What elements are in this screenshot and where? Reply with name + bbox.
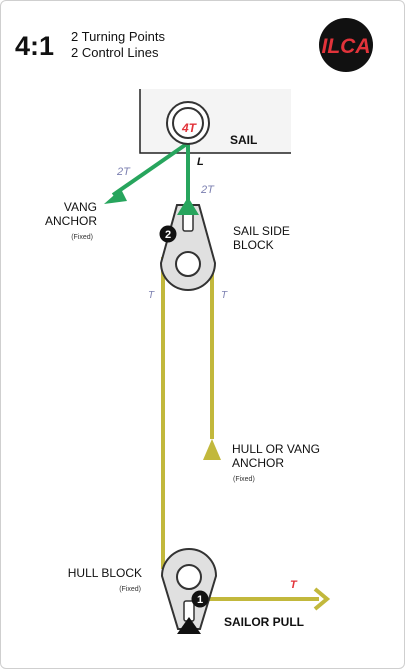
badge-1: 1 (197, 594, 203, 606)
tension-4t: 4T (181, 121, 198, 135)
hull-anchor-label-2: ANCHOR (232, 456, 284, 470)
sail-area: SAIL L (139, 89, 291, 168)
logo-text: ILCA (322, 35, 371, 58)
vang-anchor-label-2: ANCHOR (45, 214, 97, 228)
tension-2t-left: 2T (116, 166, 131, 178)
hull-block-label: HULL BLOCK (68, 566, 142, 580)
hull-anchor-arrow (203, 439, 221, 460)
hull-block-number-badge: 1 (191, 590, 209, 608)
turning-points-text: 2 Turning Points (71, 29, 165, 44)
badge-2: 2 (165, 229, 171, 241)
sail-side-block-label-2: BLOCK (233, 238, 274, 252)
l-mark: L (197, 156, 204, 168)
green-lines (111, 141, 190, 206)
vang-anchor-label-1: VANG (64, 200, 97, 214)
sail-side-block-label-1: SAIL SIDE (233, 224, 290, 238)
sailor-pull-label: SAILOR PULL (224, 615, 304, 629)
ilca-logo: ILCA (319, 18, 373, 72)
sail-block-arrow (177, 197, 199, 215)
yellow-lines (161, 257, 319, 601)
sail-ring: 4T (166, 101, 210, 145)
control-lines-text: 2 Control Lines (71, 45, 159, 60)
vang-anchor-fixed: (Fixed) (71, 234, 93, 241)
hull-block (160, 548, 218, 634)
sail-label: SAIL (230, 133, 257, 147)
hull-anchor-fixed: (Fixed) (233, 476, 255, 483)
pull-arrow-head (313, 587, 331, 611)
green-line-diagonal (111, 141, 190, 197)
vang-anchor-arrow (104, 189, 127, 204)
sail-block-number-badge: 2 (159, 225, 177, 243)
hull-anchor-label-1: HULL OR VANG (232, 442, 320, 456)
sail-side-block (159, 204, 217, 291)
hull-block-fixed: (Fixed) (119, 586, 141, 593)
hull-block-base-arrow (177, 617, 201, 634)
tension-t-left: T (148, 290, 155, 301)
tension-t-right: T (221, 290, 228, 301)
ratio-title: 4:1 (15, 31, 54, 61)
tension-2t-right: 2T (200, 184, 215, 196)
pull-tension-t: T (290, 579, 298, 591)
